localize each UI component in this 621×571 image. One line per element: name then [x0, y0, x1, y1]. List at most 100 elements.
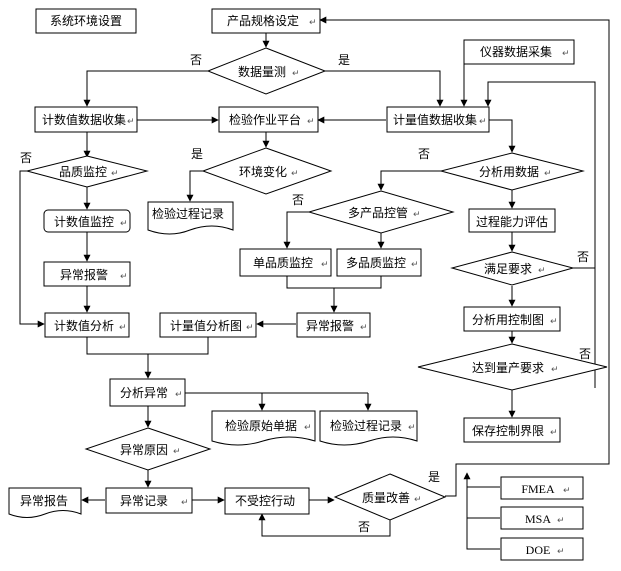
svg-text:环境变化: 环境变化	[239, 164, 287, 179]
node-single-monitor: 单品质监控 ↵	[239, 248, 332, 277]
svg-text:↵: ↵	[175, 390, 183, 400]
node-abnormal-record: 异常记录 ↵	[105, 487, 193, 514]
node-msa: MSA ↵	[500, 506, 584, 530]
node-multi-monitor: 多品质监控 ↵	[336, 248, 422, 277]
svg-text:计量值数据收集: 计量值数据收集	[393, 112, 477, 127]
svg-text:↵: ↵	[413, 210, 421, 220]
svg-text:计数值分析: 计数值分析	[54, 318, 114, 333]
svg-text:↵: ↵	[550, 317, 558, 327]
label-yes: 是	[338, 53, 350, 67]
svg-text:不受控行动: 不受控行动	[235, 494, 295, 508]
node-quality-monitor: 品质监控 ↵	[25, 155, 149, 188]
svg-text:分析异常: 分析异常	[120, 386, 168, 400]
svg-text:检验原始单据: 检验原始单据	[225, 418, 297, 433]
node-count-collect: 计数值数据收集 ↵	[34, 106, 138, 133]
node-instrument: 仪器数据采集 ↵	[463, 39, 575, 65]
connectors	[19, 16, 610, 550]
node-count-monitor: 计数值监控 ↵	[43, 209, 131, 233]
svg-text:FMEA: FMEA	[521, 482, 555, 496]
svg-text:↵: ↵	[557, 516, 565, 526]
svg-text:质量改善: 质量改善	[362, 490, 410, 505]
node-spec: 产品规格设定 ↵	[211, 8, 321, 34]
svg-text:↵: ↵	[408, 423, 416, 433]
svg-text:系统环境设置: 系统环境设置	[50, 13, 122, 28]
node-quality-improve: 质量改善 ↵	[333, 473, 447, 521]
svg-text:↵: ↵	[309, 18, 317, 28]
svg-text:异常报警: 异常报警	[306, 318, 354, 333]
svg-text:MSA: MSA	[525, 512, 551, 526]
svg-text:↵: ↵	[557, 547, 565, 557]
node-out-of-control: 不受控行动	[224, 487, 310, 515]
label-no: 否	[20, 151, 32, 165]
node-env-change: 环境变化 ↵	[201, 147, 333, 195]
svg-text:↵: ↵	[550, 428, 558, 438]
svg-text:单品质监控: 单品质监控	[253, 256, 313, 270]
node-meet-req: 满足要求 ↵	[450, 251, 575, 286]
svg-text:↵: ↵	[127, 117, 135, 127]
svg-text:↵: ↵	[246, 323, 254, 333]
svg-text:异常报告: 异常报告	[20, 493, 68, 508]
svg-text:计数值数据收集: 计数值数据收集	[42, 112, 126, 127]
node-sys-env: 系统环境设置	[35, 8, 137, 34]
label-no: 否	[418, 147, 430, 161]
node-mass-prod: 达到量产要求 ↵	[417, 343, 608, 391]
svg-text:↵: ↵	[181, 498, 189, 508]
node-raw-receipt: 检验原始单据 ↵	[211, 410, 316, 446]
label-no: 否	[292, 193, 304, 207]
svg-text:保存控制界限: 保存控制界限	[472, 424, 544, 438]
svg-text:计数值监控: 计数值监控	[54, 214, 114, 229]
node-doe: DOE ↵	[500, 537, 584, 561]
svg-text:分析用数据: 分析用数据	[479, 164, 539, 179]
svg-text:检验过程记录: 检验过程记录	[152, 206, 224, 221]
label-no: 否	[577, 250, 589, 264]
svg-text:过程能力评估: 过程能力评估	[476, 214, 548, 229]
label-no: 否	[190, 53, 202, 67]
svg-text:↵: ↵	[120, 219, 128, 229]
svg-text:满足要求: 满足要求	[484, 262, 532, 276]
svg-text:↵: ↵	[111, 169, 119, 179]
label-no: 否	[358, 520, 370, 534]
svg-text:异常记录: 异常记录	[120, 494, 168, 508]
node-data-measure: 数据量测 ↵	[206, 47, 327, 95]
svg-text:分析用控制图: 分析用控制图	[472, 313, 544, 327]
svg-text:DOE: DOE	[526, 543, 551, 557]
svg-text:数据量测: 数据量测	[238, 64, 286, 79]
svg-text:↵: ↵	[120, 272, 128, 282]
svg-text:仪器数据采集: 仪器数据采集	[480, 44, 552, 59]
svg-text:检验作业平台: 检验作业平台	[229, 112, 301, 127]
node-capability: 过程能力评估	[468, 208, 556, 233]
svg-text:产品规格设定: 产品规格设定	[227, 13, 299, 28]
node-measure-collect: 计量值数据收集 ↵	[386, 106, 490, 133]
svg-text:检验过程记录: 检验过程记录	[330, 418, 402, 433]
svg-text:↵: ↵	[360, 323, 368, 333]
node-measure-chart: 计量值分析图 ↵	[159, 312, 257, 338]
svg-text:↵: ↵	[562, 49, 570, 59]
svg-text:↵: ↵	[304, 423, 312, 433]
label-no: 否	[579, 347, 591, 361]
node-abnormal-report: 异常报告	[8, 487, 82, 518]
svg-text:品质监控: 品质监控	[59, 165, 107, 179]
svg-text:↵: ↵	[119, 323, 127, 333]
node-count-analysis: 计数值分析 ↵	[44, 312, 130, 338]
svg-text:↵: ↵	[479, 117, 487, 127]
svg-text:↵: ↵	[173, 447, 181, 457]
node-analysis-control: 分析用控制图 ↵	[463, 306, 561, 332]
svg-text:↵: ↵	[414, 495, 422, 505]
svg-text:异常原因: 异常原因	[120, 443, 168, 457]
node-inspection-record-2: 检验过程记录 ↵	[319, 410, 418, 446]
node-save-limits: 保存控制界限 ↵	[463, 417, 561, 443]
node-fmea: FMEA ↵	[500, 476, 584, 500]
svg-text:↵: ↵	[292, 69, 300, 79]
node-analysis-data: 分析用数据 ↵	[439, 152, 585, 191]
node-alarm-2: 异常报警 ↵	[296, 312, 371, 338]
label-yes: 是	[428, 470, 440, 484]
svg-text:↵: ↵	[551, 365, 559, 375]
node-alarm-1: 异常报警 ↵	[43, 261, 131, 287]
node-inspection-record-1: 检验过程记录	[147, 201, 234, 235]
svg-text:异常报警: 异常报警	[60, 267, 108, 282]
node-platform: 检验作业平台 ↵	[218, 106, 319, 133]
node-multi-product: 多产品控管 ↵	[307, 190, 455, 234]
svg-text:多品质监控: 多品质监控	[346, 256, 406, 270]
node-analysis-abnormal: 分析异常 ↵	[109, 378, 186, 407]
